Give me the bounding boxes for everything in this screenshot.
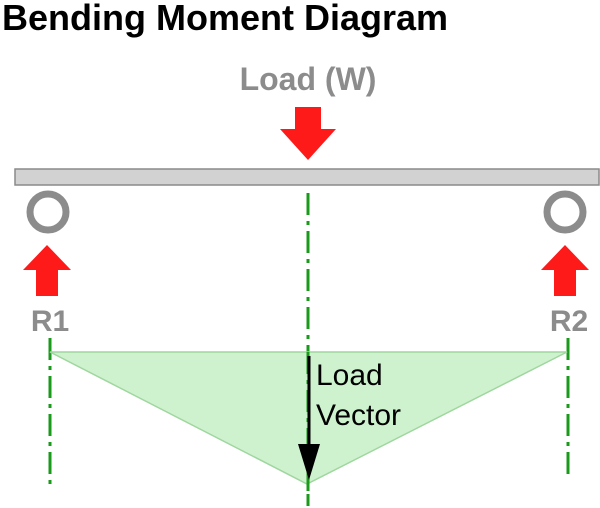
beam	[14, 168, 600, 186]
diagram-title: Bending Moment Diagram	[2, 0, 448, 38]
load-arrow-icon	[280, 107, 336, 160]
load-vector-arrowhead-icon	[298, 444, 320, 480]
left-support-roller-icon	[26, 190, 70, 234]
r2-reaction-arrow-icon	[541, 245, 589, 296]
r1-reaction-arrow-icon	[23, 245, 71, 296]
load-label: Load (W)	[240, 61, 377, 97]
load-vector-label-line1: Load	[316, 359, 383, 392]
right-support-roller-icon	[543, 190, 587, 234]
load-vector-label-line2: Vector	[316, 399, 401, 432]
r1-label: R1	[31, 305, 69, 338]
r2-label: R2	[550, 305, 588, 338]
